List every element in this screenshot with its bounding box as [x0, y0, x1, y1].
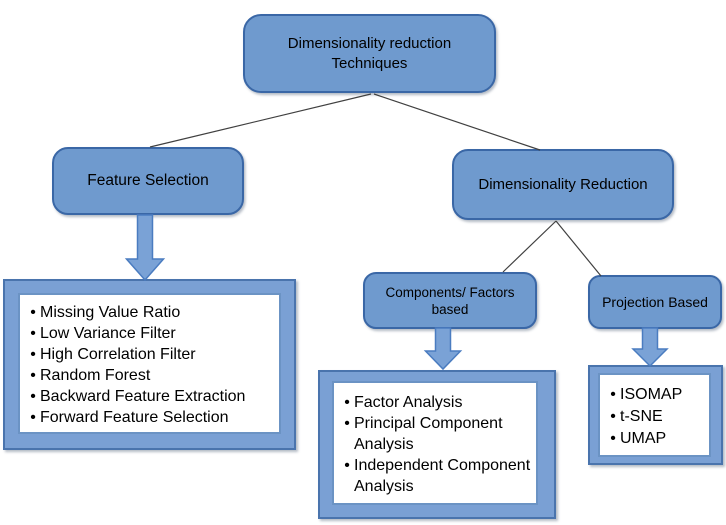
list-item-label: UMAP: [620, 430, 667, 447]
bullet-icon: •: [30, 304, 36, 321]
node-dimensionality-reduction-label: Dimensionality Reduction: [478, 176, 648, 193]
block-arrow-components-icon: [423, 327, 463, 371]
list-item: • Missing Value Ratio: [26, 302, 277, 323]
bullet-icon: •: [610, 430, 616, 447]
bullet-icon: •: [344, 394, 350, 411]
list-item: • ISOMAP: [606, 384, 707, 406]
connector-dimred-to-components: [502, 220, 557, 273]
list-item: • t-SNE: [606, 406, 707, 428]
list-item-label: t-SNE: [620, 408, 663, 425]
list-item-label: Backward Feature Extraction: [40, 388, 246, 405]
components-factors-list-box: • Factor Analysis • Principal Component …: [332, 381, 538, 505]
list-item-label: Independent Component Analysis: [354, 457, 531, 495]
projection-list-box: • ISOMAP • t-SNE • UMAP: [598, 373, 711, 457]
bullet-icon: •: [610, 386, 616, 403]
bullet-icon: •: [30, 346, 36, 363]
list-item-label: Forward Feature Selection: [40, 409, 229, 426]
bullet-icon: •: [30, 367, 36, 384]
feature-selection-list: • Missing Value Ratio • Low Variance Fil…: [20, 295, 279, 428]
list-item-label: Missing Value Ratio: [40, 304, 181, 321]
feature-selection-list-box: • Missing Value Ratio • Low Variance Fil…: [18, 293, 281, 434]
bullet-icon: •: [30, 409, 36, 426]
list-item: • Independent Component Analysis: [340, 455, 534, 497]
components-factors-list: • Factor Analysis • Principal Component …: [334, 383, 536, 497]
node-feature-selection-label: Feature Selection: [87, 172, 209, 189]
projection-list-frame: • ISOMAP • t-SNE • UMAP: [588, 365, 723, 465]
list-item-label: ISOMAP: [620, 386, 683, 403]
list-item-label: Principal Component Analysis: [354, 415, 503, 453]
list-item: • Random Forest: [26, 365, 277, 386]
connector-root-to-dimensionality-reduction: [373, 93, 541, 151]
list-item: • UMAP: [606, 428, 707, 450]
connector-root-to-feature-selection: [149, 93, 372, 148]
bullet-icon: •: [610, 408, 616, 425]
node-feature-selection: Feature Selection: [52, 147, 244, 215]
node-components-factors-label-line2: based: [431, 301, 469, 317]
components-factors-list-frame: • Factor Analysis • Principal Component …: [318, 370, 556, 519]
list-item: • Forward Feature Selection: [26, 407, 277, 428]
node-root-label-line2: Techniques: [331, 54, 408, 72]
list-item: • Factor Analysis: [340, 392, 534, 413]
list-item-label: Factor Analysis: [354, 394, 463, 411]
list-item: • Low Variance Filter: [26, 323, 277, 344]
node-root: Dimensionality reduction Techniques: [243, 14, 496, 93]
list-item-label: Low Variance Filter: [40, 325, 176, 342]
bullet-icon: •: [344, 457, 350, 474]
list-item: • Principal Component Analysis: [340, 413, 534, 455]
projection-list: • ISOMAP • t-SNE • UMAP: [600, 375, 709, 450]
bullet-icon: •: [344, 415, 350, 432]
node-components-factors: Components/ Factors based: [363, 272, 537, 329]
list-item-label: Random Forest: [40, 367, 151, 384]
feature-selection-list-frame: • Missing Value Ratio • Low Variance Fil…: [3, 279, 296, 450]
node-root-label-line1: Dimensionality reduction: [287, 34, 452, 52]
connector-dimred-to-projection: [555, 220, 602, 277]
node-projection-based: Projection Based: [588, 275, 722, 329]
block-arrow-projection-icon: [631, 327, 669, 368]
node-components-factors-label-line1: Components/ Factors: [385, 284, 515, 300]
list-item: • High Correlation Filter: [26, 344, 277, 365]
list-item: • Backward Feature Extraction: [26, 386, 277, 407]
node-dimensionality-reduction: Dimensionality Reduction: [452, 149, 674, 220]
block-arrow-feature-selection-icon: [124, 214, 166, 282]
list-item-label: High Correlation Filter: [40, 346, 196, 363]
node-projection-based-label: Projection Based: [602, 294, 708, 310]
bullet-icon: •: [30, 388, 36, 405]
bullet-icon: •: [30, 325, 36, 342]
